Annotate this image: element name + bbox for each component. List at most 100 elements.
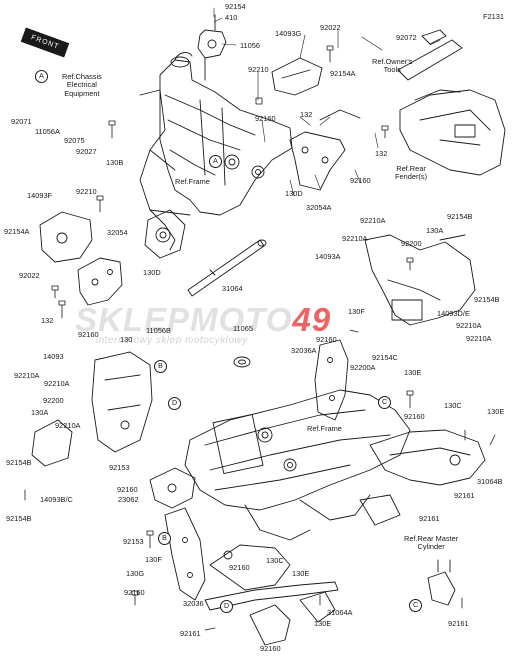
part-label: 92153 xyxy=(123,537,144,546)
lower-frame-drawing xyxy=(184,389,411,541)
part-label: 31064 xyxy=(222,284,243,293)
part-label: 92210 xyxy=(248,65,269,74)
figure-id: F2131 xyxy=(483,12,504,21)
part-label: 14093A xyxy=(315,252,341,261)
part-label: 14093B/C xyxy=(40,495,73,504)
callout-b-upper: B xyxy=(154,360,167,373)
part-label: 132 xyxy=(41,316,54,325)
callout-c-lower: C xyxy=(409,599,422,612)
part-label: 11056 xyxy=(240,41,261,50)
part-label: 11056A xyxy=(35,127,60,136)
part-label: 32036 xyxy=(183,599,204,608)
bracket-32054-drawing xyxy=(77,257,123,306)
part-label: 92200 xyxy=(43,396,64,405)
part-label: 130B xyxy=(106,158,124,167)
pivot-area-drawing xyxy=(144,209,186,259)
part-label: 92160 xyxy=(260,644,281,653)
cover-14093g-drawing xyxy=(271,57,323,96)
part-label: 92160 xyxy=(316,335,337,344)
right-lower-frame-drawing xyxy=(359,429,486,526)
part-label: 92154B xyxy=(474,295,500,304)
part-label: 130F xyxy=(348,307,365,316)
callout-c-upper: C xyxy=(378,396,391,409)
callout-a-frame: A xyxy=(209,155,222,168)
part-label: 92160 xyxy=(404,412,425,421)
part-label: 92210A xyxy=(456,321,482,330)
side-cover-14093a-drawing xyxy=(364,234,476,326)
part-label: 130C xyxy=(444,401,462,410)
small-cover-drawing xyxy=(31,419,73,467)
part-label: 130E xyxy=(314,619,332,628)
part-label: 92200A xyxy=(350,363,376,372)
callout-a-left: A xyxy=(35,70,48,83)
part-label: 31064B xyxy=(477,477,503,486)
part-label: 92160 xyxy=(350,176,371,185)
part-label: 130 xyxy=(120,335,133,344)
part-label: 92160 xyxy=(255,114,276,123)
part-label: 92154B xyxy=(6,458,32,467)
ref-frame-top: Ref.Frame xyxy=(175,177,210,186)
ref-frame-mid: Ref.Frame xyxy=(307,424,342,433)
part-label: 92154A xyxy=(330,69,356,78)
part-label: 92210A xyxy=(14,371,40,380)
part-label: 92154A xyxy=(4,227,30,236)
part-label: 92154C xyxy=(372,353,398,362)
part-label: 92160 xyxy=(117,485,138,494)
part-label: 410 xyxy=(225,13,238,22)
part-label: 23062 xyxy=(118,495,139,504)
part-label: 132 xyxy=(375,149,388,158)
part-label: 92153 xyxy=(109,463,130,472)
side-cover-14093-drawing xyxy=(91,351,153,453)
watermark-tagline: internetowy sklep motocyklowy xyxy=(96,335,248,346)
part-label: 92154 xyxy=(225,2,246,11)
part-label: 32036A xyxy=(291,346,317,355)
part-label: 14093F xyxy=(27,191,53,200)
part-label: 92071 xyxy=(11,117,32,126)
part-label: 130D xyxy=(285,189,303,198)
part-label: 92210A xyxy=(466,334,492,343)
part-label: 130E xyxy=(487,407,505,416)
leader-lines-upper xyxy=(213,7,441,197)
part-label: 11065 xyxy=(233,324,254,333)
side-cover-14093f-drawing xyxy=(39,211,93,263)
rear-master-cylinder-drawing xyxy=(427,559,456,606)
part-label: 14093 xyxy=(43,352,64,361)
part-label: 32054 xyxy=(107,228,128,237)
part-label: 130F xyxy=(145,555,162,564)
part-label: 92210A xyxy=(360,216,386,225)
part-label: 32054A xyxy=(306,203,332,212)
shaft-31064-drawing xyxy=(187,239,267,297)
part-label: 92022 xyxy=(320,23,341,32)
part-label: 92161 xyxy=(180,629,201,638)
part-label: 130D xyxy=(143,268,161,277)
part-label: 11056B xyxy=(146,326,171,335)
part-label: 92027 xyxy=(76,147,97,156)
grommet-11065-drawing xyxy=(233,356,251,368)
tool-strap-drawing xyxy=(397,29,463,81)
part-label: 92075 xyxy=(64,136,85,145)
part-label: 130A xyxy=(31,408,49,417)
callout-d-lower: D xyxy=(220,600,233,613)
part-label: 92072 xyxy=(396,33,417,42)
part-label: 92210 xyxy=(76,187,97,196)
callout-d-upper: D xyxy=(168,397,181,410)
footrest-bracket-drawing xyxy=(149,467,196,509)
bracket-32036-drawing xyxy=(164,507,206,601)
part-label: 92160 xyxy=(78,330,99,339)
part-label: 92210A xyxy=(55,421,81,430)
part-label: 130A xyxy=(426,226,444,235)
part-label: 92022 xyxy=(19,271,40,280)
part-label: 92200 xyxy=(401,239,422,248)
part-label: 92210A xyxy=(44,379,70,388)
bolts-drawing xyxy=(24,45,496,631)
part-label: 92161 xyxy=(419,514,440,523)
part-label: 92160 xyxy=(124,588,145,597)
watermark-logo: SKLEPMOTO49 xyxy=(75,301,332,338)
part-label: 130G xyxy=(126,569,145,578)
